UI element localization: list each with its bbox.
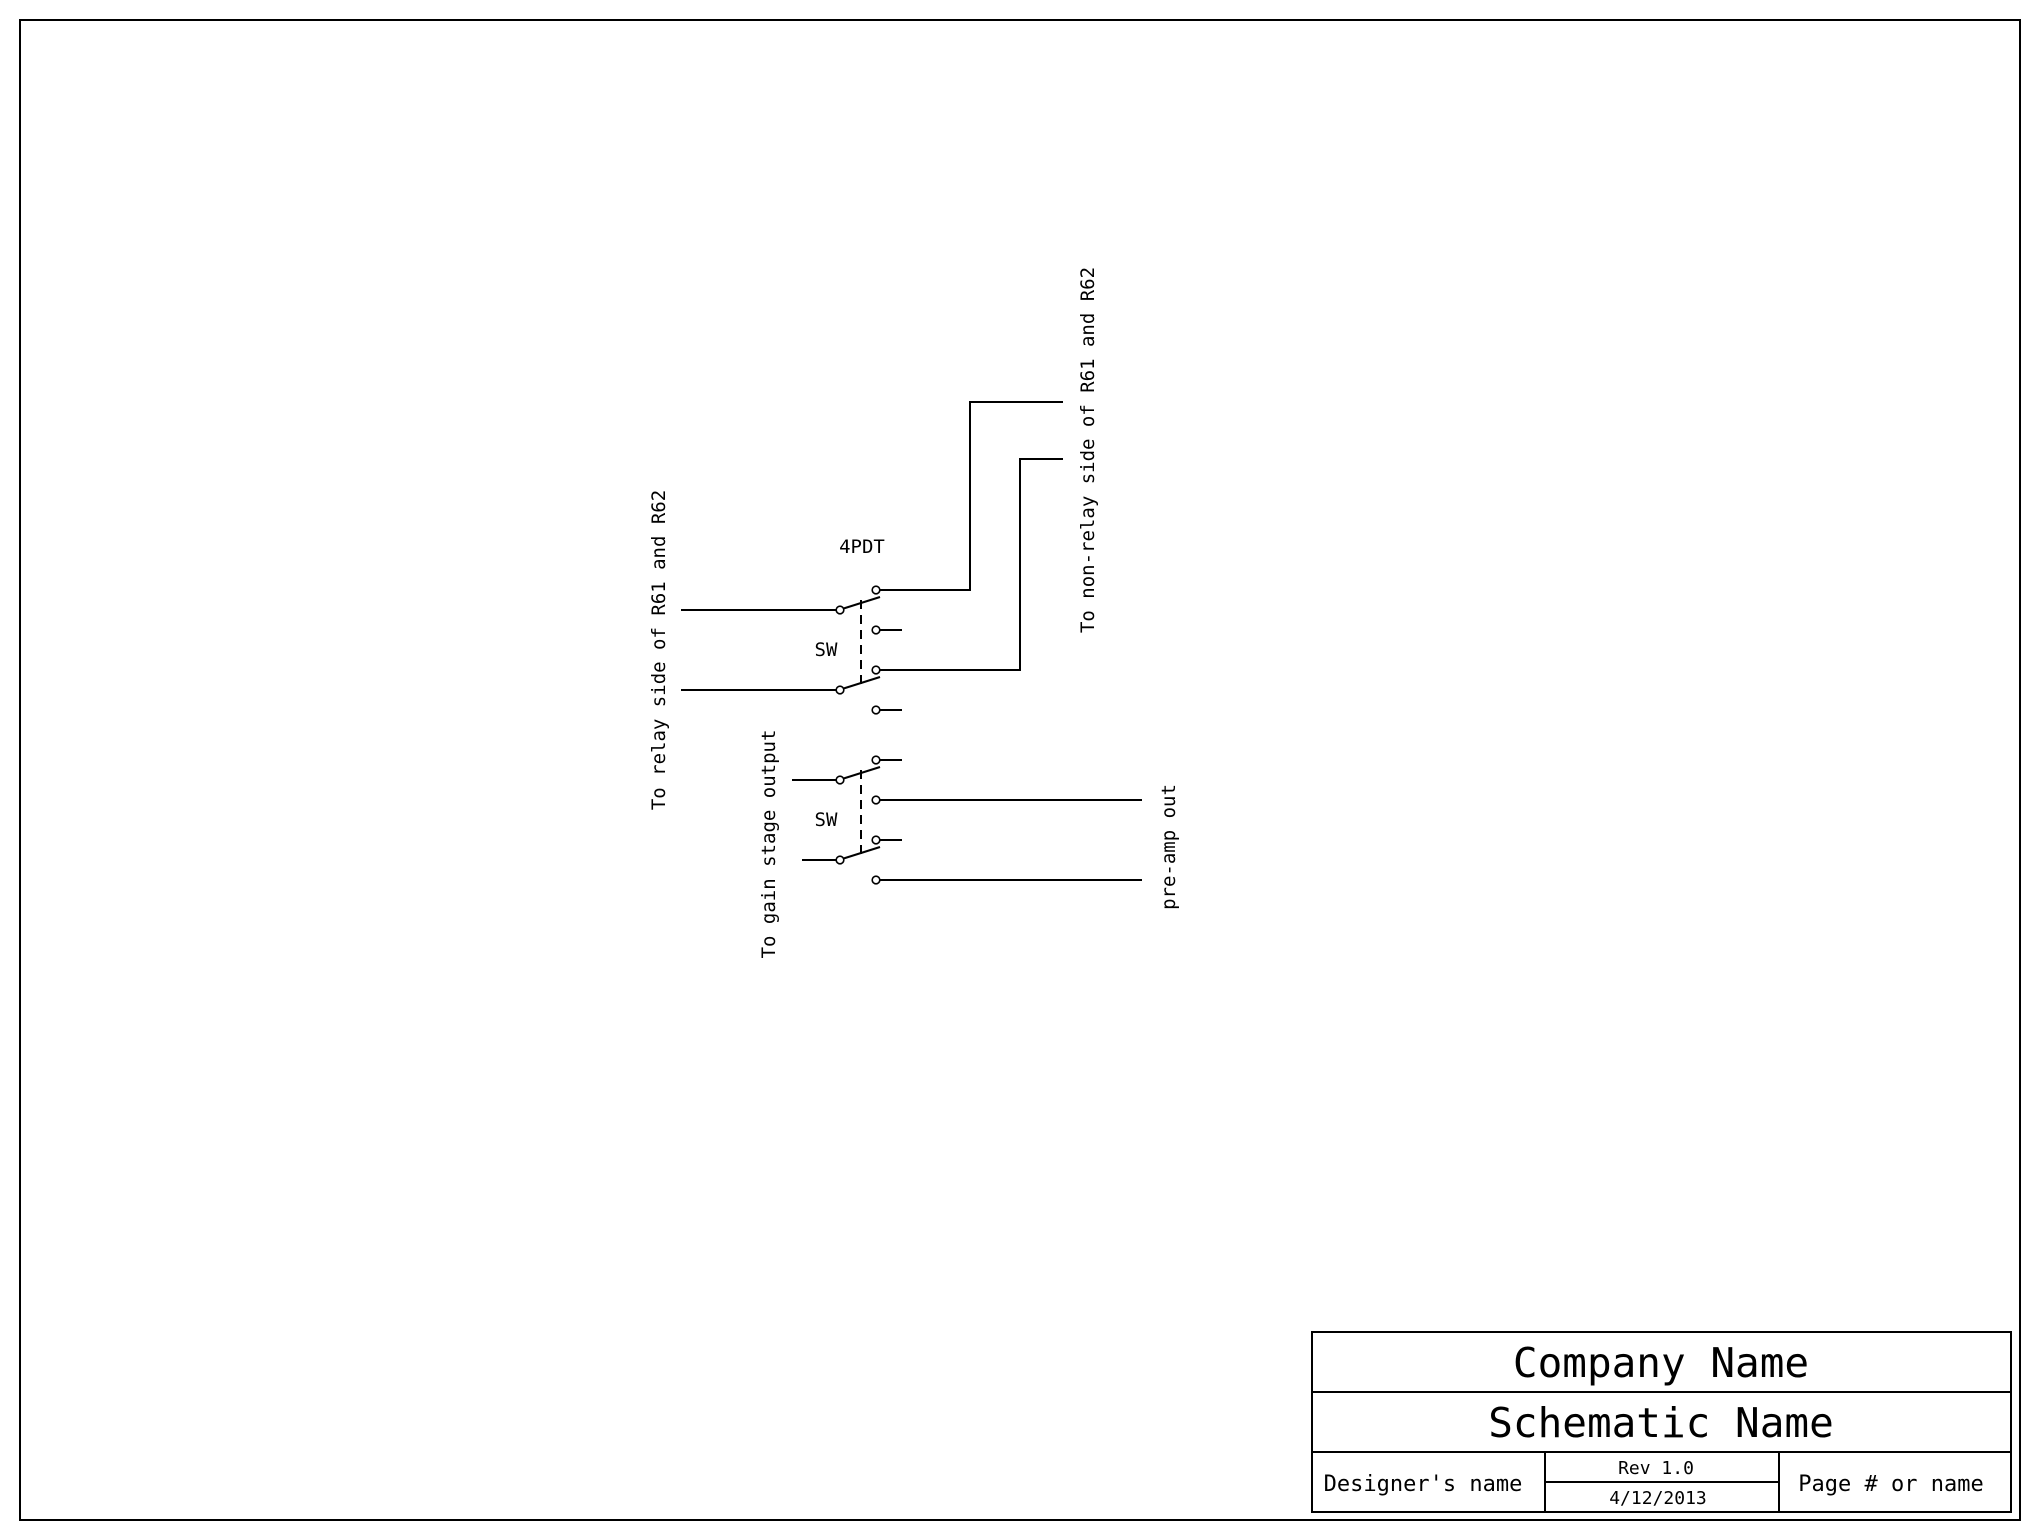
wire-nonrelay-1 — [880, 401, 1063, 591]
pin-throw-3b — [871, 795, 881, 805]
pin-throw-2b — [871, 705, 881, 715]
schematic-name: Schematic Name — [1488, 1399, 1834, 1447]
pin-throw-1b — [871, 625, 881, 635]
title-block-frame — [1311, 1331, 2012, 1513]
label-preamp-out: pre-amp out — [1158, 784, 1180, 910]
pin-throw-2a — [871, 665, 881, 675]
date: 4/12/2013 — [1609, 1488, 1707, 1509]
pin-common-3 — [835, 775, 845, 785]
pin-throw-4a — [871, 835, 881, 845]
sheet-border — [19, 19, 2021, 1521]
pin-throw-3a — [871, 755, 881, 765]
upper-switch-group — [681, 401, 1063, 715]
sw-label-upper: SW — [815, 639, 838, 661]
revision: Rev 1.0 — [1618, 1458, 1694, 1479]
company-name: Company Name — [1513, 1339, 1809, 1387]
designer-name: Designer's name — [1324, 1472, 1523, 1497]
pin-throw-4b — [871, 875, 881, 885]
pin-common-1 — [835, 605, 845, 615]
pin-common-2 — [835, 685, 845, 695]
switch-type-label: 4PDT — [839, 536, 885, 558]
title-block: Company Name Schematic Name Designer's n… — [1311, 1331, 2012, 1513]
sw-label-lower: SW — [815, 809, 838, 831]
label-gain-stage: To gain stage output — [758, 730, 780, 959]
wire-nonrelay-2 — [880, 458, 1063, 671]
page-name: Page # or name — [1798, 1472, 1983, 1497]
label-relay-side: To relay side of R61 and R62 — [648, 490, 670, 810]
pin-common-4 — [835, 855, 845, 865]
label-non-relay-side: To non-relay side of R61 and R62 — [1077, 267, 1099, 633]
pin-throw-1a — [871, 585, 881, 595]
lower-switch-group — [792, 755, 1142, 885]
